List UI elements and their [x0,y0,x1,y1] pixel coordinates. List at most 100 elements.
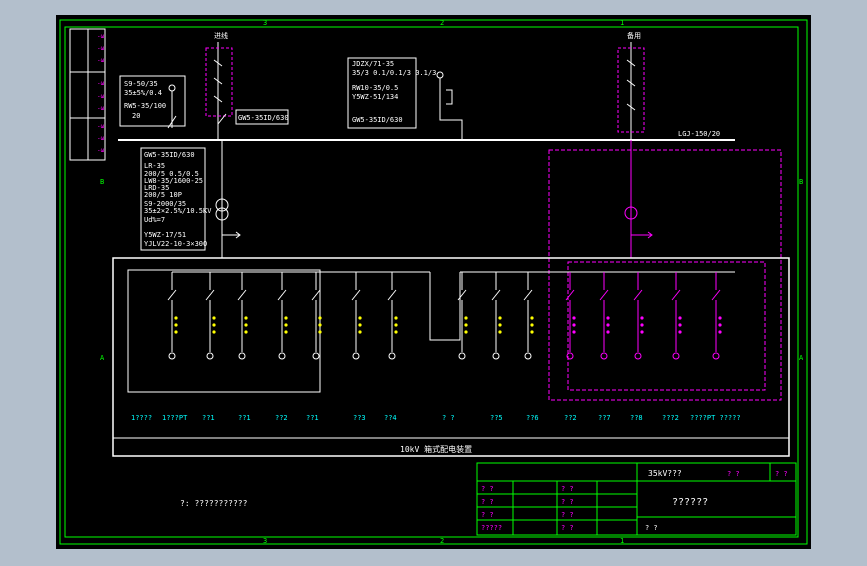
frame-labels: 3 2 1 3 2 1 B A B A [100,19,804,545]
switchgear-outer-box [112,257,790,457]
feeder-bay [311,272,322,360]
title-block-project: 35kV??? [648,469,682,478]
feeder-label: ??2 [275,414,288,422]
svg-text:YJLV22-10-3×300: YJLV22-10-3×300 [144,240,207,248]
svg-text:Y5WZ-17/51: Y5WZ-17/51 [144,231,186,239]
standby-transformer-symbol [624,206,638,220]
title-block [476,462,797,536]
outer-frame [59,19,808,545]
feeder-bay [491,272,502,360]
frame-label-top-3: 1 [620,19,624,27]
feeder-label: ????PT ????? [690,414,741,422]
pt-model-label: JDZX/71-35 [352,60,394,68]
feeder-label-row: 1????1???PT??1??1??2??1??3??4? ???5??6??… [131,414,741,422]
feeder-label: ??7 [598,414,611,422]
title-block-drawing-name: ?????? [672,497,708,508]
main-transformer-symbol-2 [215,207,229,221]
svg-text:LW8-35/1600-25: LW8-35/1600-25 [144,177,203,185]
feeder-label: ??1 [202,414,215,422]
svg-text:GW5-35ID/630: GW5-35ID/630 [144,151,195,159]
feeder-label: ??8 [630,414,643,422]
svg-text:? ?: ? ? [561,511,574,519]
svg-text:LRD-35: LRD-35 [144,184,169,192]
svg-text:S9-2000/35: S9-2000/35 [144,200,186,208]
inner-frame [64,26,799,538]
feeder-label: ??1 [238,414,251,422]
svg-text:-ω: -ω [97,57,105,64]
svg-text:Ud%=7: Ud%=7 [144,216,165,224]
feeder-label: 1???PT [162,414,188,422]
drawing-sheet [56,15,811,549]
frame-label-bottom-2: 2 [440,537,444,545]
aux-transformer-label: S9-50/35 [124,80,158,88]
feeder-label: ??1 [306,414,319,422]
switchgear-right-box [567,261,766,391]
aux-fuse-rating: 20 [132,112,140,120]
feeder-bay [711,272,722,360]
aux-transformer-box [119,75,186,127]
feeder-label: ? ? [442,414,455,422]
incoming-standby-label: 备用 [627,31,641,40]
feeder-label: ??2 [564,414,577,422]
svg-text:? ?: ? ? [481,498,494,506]
pt-equipment-box [347,57,417,129]
switchgear-title: 10kV 箱式配电装置 [400,444,472,454]
feeder-bay [351,272,362,360]
title-block-header-right-2: ? ? [775,470,788,478]
main-transformer-symbol-1 [215,198,229,212]
svg-text:-ω: -ω [97,123,105,130]
aux-fuse-label: RW5-35/100 [124,102,166,110]
aux-transformer-ratio: 35±5%/0.4 [124,89,162,97]
gw-left-box [235,109,289,125]
feeder-label: ??6 [526,414,539,422]
revision-grid [69,28,106,161]
revision-grid-marks: -ω-ω-ω -ω-ω-ω -ω-ω-ω [97,33,105,154]
frame-label-left-1: B [100,178,104,186]
feeder-bay [599,272,610,360]
feeder-label: 1???? [131,414,152,422]
svg-text:-ω: -ω [97,135,105,142]
feeder-bay [167,272,178,360]
drawing-note: ?: ??????????? [180,499,248,508]
gw-left-label: GW5-35ID/630 [238,114,289,122]
svg-text:-ω: -ω [97,80,105,87]
feeder-bay [565,272,576,360]
feeder-bay [205,272,216,360]
svg-text:-ω: -ω [97,45,105,52]
busbar-35kv-label: LGJ-150/20 [678,130,720,138]
svg-text:-ω: -ω [97,147,105,154]
title-block-rows: ? ? ? ? ? ? ????? ? ? ? ? ? ? ? ? [481,485,574,532]
feeder-label: ???2 [662,414,679,422]
feeder-bay [671,272,682,360]
feeder-label: ??3 [353,414,366,422]
svg-text:? ?: ? ? [561,498,574,506]
svg-text:-ω: -ω [97,33,105,40]
svg-text:? ?: ? ? [561,524,574,532]
svg-text:-ω: -ω [97,105,105,112]
frame-label-bottom-1: 3 [263,537,267,545]
svg-text:?????: ????? [481,524,502,532]
pt-arrester-label: Y5WZ-51/134 [352,93,398,101]
frame-label-top-2: 2 [440,19,444,27]
incoming-standby-arrester-box [617,47,645,133]
transformer-bay-labels: GW5-35ID/630 LR-35 200/5 0.5/0.5 LW8-35/… [144,151,212,248]
feeder-bay [237,272,248,360]
feeder-bay [523,272,534,360]
transformer-bay-box [140,147,206,251]
svg-text:200/5 10P: 200/5 10P [144,191,182,199]
feeder-bay [457,272,468,360]
frame-label-right-2: A [799,354,804,362]
feeder-label: ??5 [490,414,503,422]
pt-ratio-label: 35/3 0.1/0.1/3 0.1/3 [352,69,436,77]
frame-label-right-1: B [799,178,803,186]
svg-text:200/5 0.5/0.5: 200/5 0.5/0.5 [144,170,199,178]
svg-text:? ?: ? ? [481,485,494,493]
frame-label-bottom-3: 1 [620,537,624,545]
feeder-group [167,272,722,360]
frame-label-left-2: A [100,354,105,362]
title-block-header-right-1: ? ? [727,470,740,478]
title-block-footer: ? ? [645,524,658,532]
feeder-bay [277,272,288,360]
